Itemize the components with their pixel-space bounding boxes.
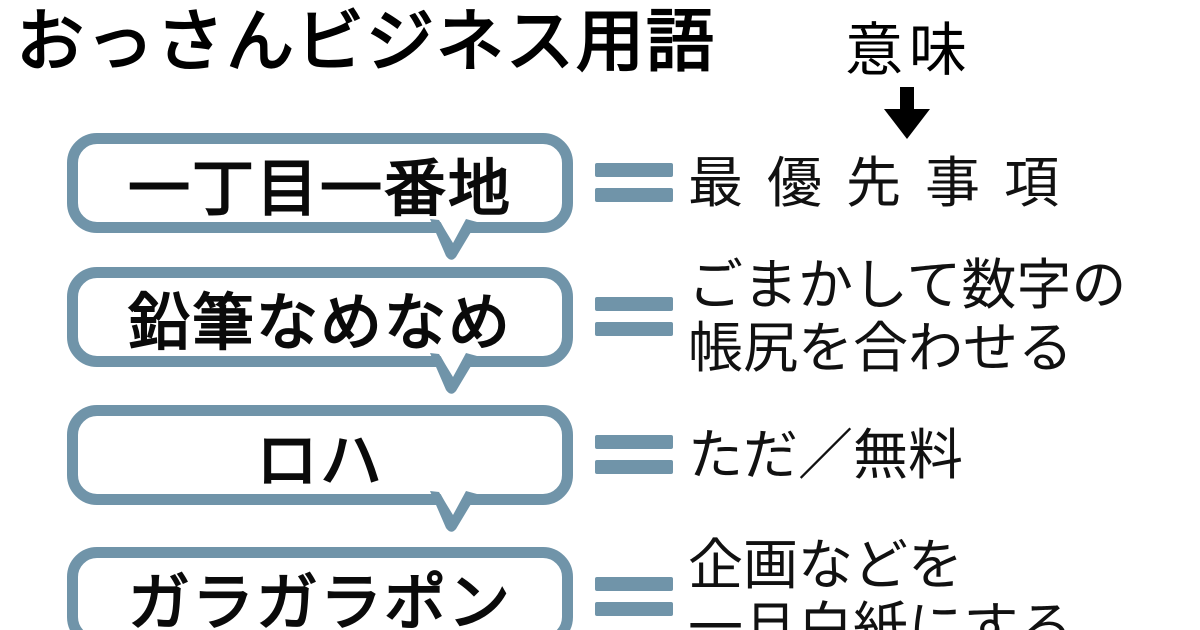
term-bubble: 鉛筆なめなめ bbox=[67, 267, 573, 394]
equals-icon bbox=[595, 163, 673, 203]
meaning-line: ただ／無料 bbox=[688, 423, 964, 486]
meaning-line: 企画などを bbox=[688, 534, 964, 596]
term-row: ロハ ただ／無料 bbox=[0, 405, 1200, 532]
speech-bubble-tail-icon bbox=[430, 219, 477, 260]
meaning-line: 帳尻を合わせる bbox=[688, 317, 1074, 379]
term-bubble: ロハ bbox=[67, 405, 573, 532]
equals-icon bbox=[595, 297, 673, 337]
equals-bar bbox=[595, 163, 673, 177]
equals-bar bbox=[595, 322, 673, 336]
meaning-line: 一旦白紙にする bbox=[688, 597, 1074, 630]
term-text: ロハ bbox=[255, 427, 384, 496]
equals-bar bbox=[595, 460, 673, 474]
equals-icon bbox=[595, 435, 673, 475]
down-arrow-icon bbox=[884, 87, 930, 139]
term-bubble: 一丁目一番地 bbox=[67, 133, 573, 260]
term-row: ガラガラポン 企画などを 一旦白紙にする bbox=[0, 534, 1200, 630]
meaning-text: ただ／無料 bbox=[688, 405, 963, 505]
meaning-text: 最優先事項 bbox=[688, 133, 1083, 233]
term-row: 鉛筆なめなめ ごまかして数字の 帳尻を合わせる bbox=[0, 254, 1200, 394]
equals-bar bbox=[595, 435, 673, 449]
equals-icon bbox=[595, 577, 673, 617]
term-text: 鉛筆なめなめ bbox=[127, 289, 512, 358]
meaning-line: 最優先事項 bbox=[688, 151, 1084, 214]
speech-bubble-tail-icon bbox=[430, 353, 477, 394]
equals-bar bbox=[595, 577, 673, 591]
meaning-text: 企画などを 一旦白紙にする bbox=[688, 534, 1074, 630]
term-row: 一丁目一番地 最優先事項 bbox=[0, 133, 1200, 260]
meaning-line: ごまかして数字の bbox=[688, 254, 1127, 316]
equals-bar bbox=[595, 602, 673, 616]
speech-bubble-tail-icon bbox=[430, 491, 477, 532]
equals-bar bbox=[595, 188, 673, 202]
equals-bar bbox=[595, 297, 673, 311]
term-text: ガラガラポン bbox=[127, 569, 512, 630]
term-bubble: ガラガラポン bbox=[67, 547, 573, 630]
page-title: おっさんビジネス用語 bbox=[16, 4, 717, 80]
meaning-text: ごまかして数字の 帳尻を合わせる bbox=[688, 254, 1126, 379]
term-text: 一丁目一番地 bbox=[127, 155, 512, 224]
meaning-label: 意味 bbox=[845, 18, 974, 83]
